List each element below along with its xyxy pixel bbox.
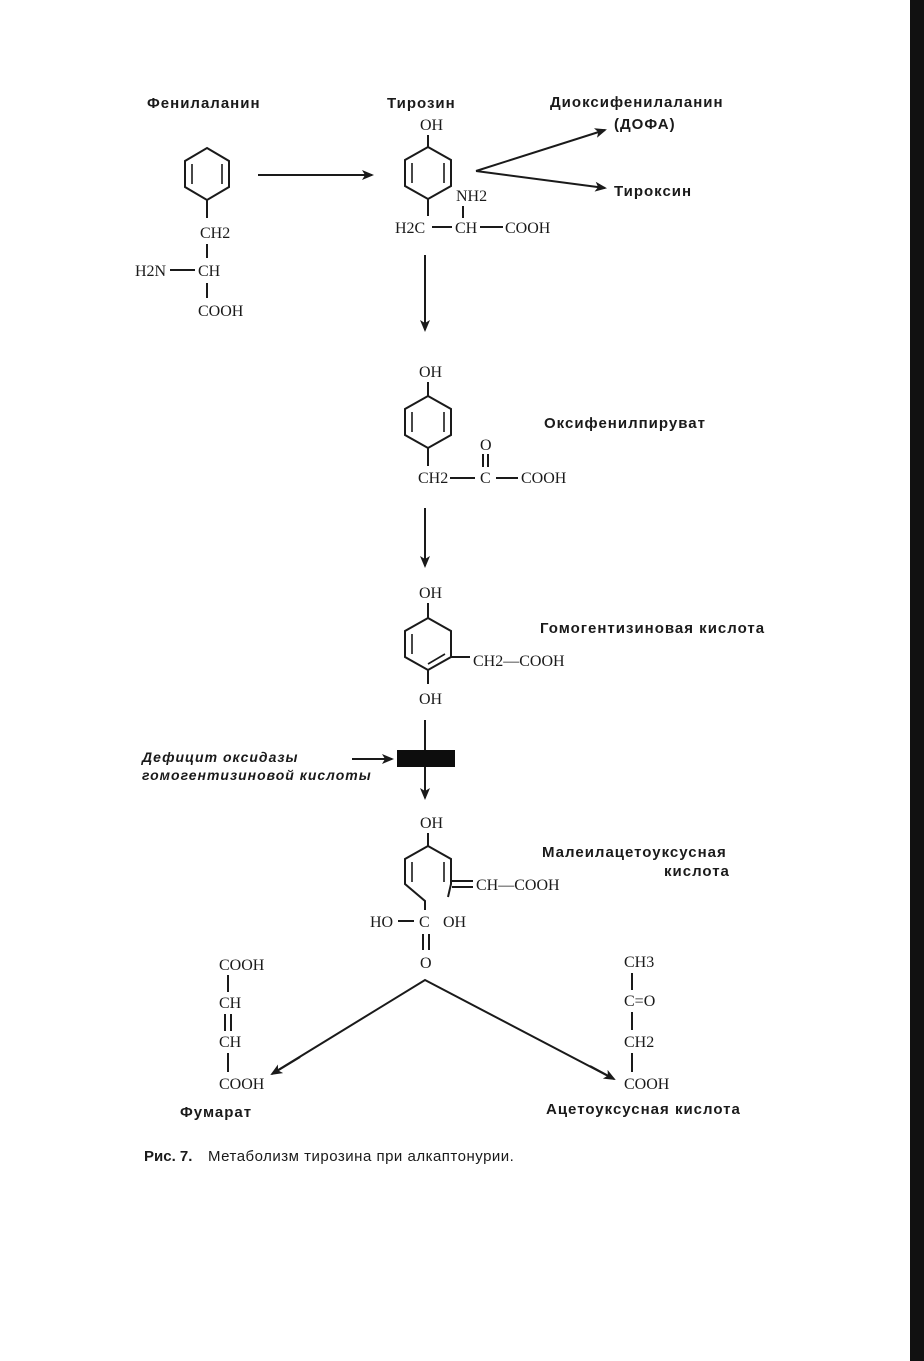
page-edge-shadow [910,0,924,1361]
hga-ch2cooh: CH2—COOH [473,653,565,670]
phe-amine: H2N [135,263,167,280]
tyr-cooh: COOH [505,220,551,237]
phe-ch: CH [198,263,221,280]
hpp-cooh: COOH [521,470,567,487]
arrow-tyr-to-thyroxine [475,170,607,192]
hpp-c: C [480,470,491,487]
fumarate-label: Фумарат [180,1104,252,1121]
maa-ch-cooh: CH—COOH [476,877,560,894]
aa-ch2: CH2 [624,1034,654,1051]
hpp-o: O [480,437,492,454]
maa-c: C [419,914,430,931]
hpp-ch2: CH2 [418,470,448,487]
fum-cooh-bottom: COOH [219,1076,265,1093]
fum-ch2: CH [219,1034,242,1051]
phe-cooh: COOH [198,303,244,320]
deficiency-line1: Дефицит оксидазы [141,749,298,765]
aa-cooh: COOH [624,1076,670,1093]
tyr-ch: CH [455,220,478,237]
tyrosine-label: Тирозин [387,95,456,112]
fumarate-structure: COOH CH CH COOH [219,957,265,1093]
homogentisic-structure: OH CH2—COOH OH [404,585,565,708]
arrow-to-acetoacetic [589,1065,616,1080]
maa-o: O [420,955,432,972]
tyr-ch2: H2C [395,220,425,237]
maleylacetoacetic-structure: OH CH—COOH HO C OH O [370,815,560,972]
hga-oh-top: OH [419,585,443,602]
maa-oh: OH [443,914,467,931]
maa-oh-top: OH [420,815,444,832]
arrow-to-fumarate [270,1056,301,1076]
acetoacetic-label: Ацетоуксусная кислота [546,1101,741,1118]
figure-caption-text: Метаболизм тирозина при алкаптонурии. [208,1148,514,1165]
tyr-oh: OH [420,117,444,134]
maa-label-line2: кислота [664,863,730,880]
tyr-nh2: NH2 [456,188,487,205]
hpp-label: Оксифенилпируват [544,415,706,432]
aa-co: C=O [624,993,655,1010]
acetoacetic-structure: CH3 C=O CH2 COOH [624,954,670,1093]
phenylalanine-label: Фенилаланин [147,95,261,112]
maa-ho: HO [370,914,393,931]
enzyme-block-bar [397,750,455,767]
arrow-tyr-to-dopa [475,128,607,172]
phenylalanine-structure: Фенилаланин CH2 H2N CH COOH [135,95,261,320]
dopa-label: Диоксифенилаланин [550,94,724,111]
maa-label-line1: Малеилацетоуксусная [542,844,727,861]
phe-ch2: CH2 [200,225,230,242]
thyroxine-label: Тироксин [614,183,692,200]
figure-caption-label: Рис. 7. [144,1148,192,1165]
fum-cooh-top: COOH [219,957,265,974]
split-apex [274,978,613,1079]
tyrosine-structure: Тирозин OH H2C CH NH2 COOH [387,95,551,237]
aa-ch3: CH3 [624,954,654,971]
dopa-abbr: (ДОФА) [614,116,676,133]
hydroxyphenylpyruvate-structure: OH CH2 C O COOH [404,364,567,487]
hga-label: Гомогентизиновая кислота [540,620,765,637]
fum-ch1: CH [219,995,242,1012]
deficiency-line2: гомогентизиновой кислоты [142,767,372,783]
hpp-oh: OH [419,364,443,381]
hga-oh-bottom: OH [419,691,443,708]
